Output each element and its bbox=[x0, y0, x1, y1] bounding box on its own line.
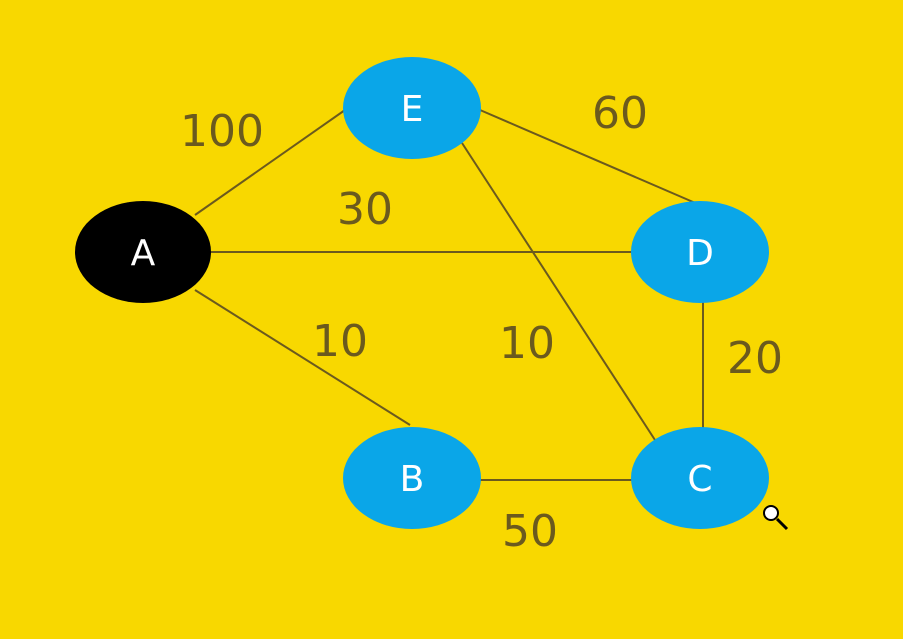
node-b: B bbox=[343, 427, 481, 529]
edge-a-e bbox=[194, 109, 346, 216]
node-e: E bbox=[343, 57, 481, 159]
weight-e-d: 60 bbox=[592, 88, 648, 139]
zoom-magnifier-icon bbox=[763, 505, 789, 531]
node-d-shape bbox=[631, 201, 769, 303]
node-b-shape bbox=[343, 427, 481, 529]
edge-a-b bbox=[194, 289, 411, 426]
weight-a-b: 10 bbox=[312, 316, 368, 367]
node-b-label: B bbox=[400, 459, 425, 500]
weight-b-c: 50 bbox=[502, 506, 558, 557]
node-a-shape bbox=[75, 201, 211, 303]
node-c-label: C bbox=[687, 459, 712, 500]
edge-weights: 100 30 10 60 10 20 50 bbox=[180, 88, 783, 557]
weight-d-c: 20 bbox=[727, 333, 783, 384]
weight-a-d: 30 bbox=[337, 184, 393, 235]
node-e-label: E bbox=[401, 89, 424, 130]
node-d: D bbox=[631, 201, 769, 303]
node-c: C bbox=[631, 427, 769, 529]
node-c-shape bbox=[631, 427, 769, 529]
node-a: A bbox=[75, 201, 211, 303]
weight-e-c: 10 bbox=[499, 318, 555, 369]
node-d-label: D bbox=[686, 233, 714, 274]
edges bbox=[194, 109, 704, 481]
edge-e-d bbox=[479, 109, 701, 206]
weight-a-e: 100 bbox=[180, 106, 264, 157]
node-e-shape bbox=[343, 57, 481, 159]
edge-e-c bbox=[461, 142, 656, 441]
node-a-label: A bbox=[131, 233, 156, 274]
